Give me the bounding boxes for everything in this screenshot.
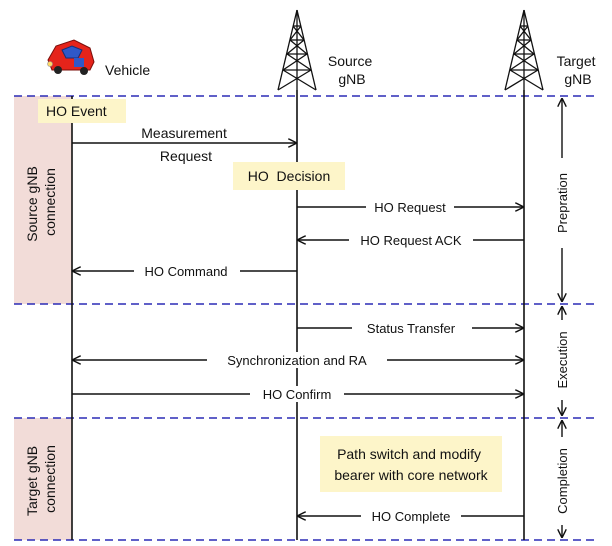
sync-ra-label: Synchronization and RA — [227, 353, 367, 368]
ho-confirm-label: HO Confirm — [263, 387, 332, 402]
vehicle-label: Vehicle — [105, 62, 150, 78]
target-gnb-label: Target gNB — [557, 53, 600, 87]
path-switch-box — [320, 436, 502, 492]
source-gnb-label: Source gNB — [328, 53, 376, 87]
ho-request-ack-label: HO Request ACK — [360, 233, 461, 248]
ho-event-label: HO Event — [46, 103, 107, 119]
vehicle-icon — [47, 39, 95, 75]
ho-decision-box — [233, 162, 345, 190]
status-transfer-label: Status Transfer — [367, 321, 456, 336]
path-switch-label: Path switch and modify bearer with core … — [334, 446, 488, 483]
execution-label: Execution — [555, 331, 570, 388]
ho-command-label: HO Command — [144, 264, 227, 279]
ho-request-label: HO Request — [374, 200, 446, 215]
ho-decision-label: HO Decision — [248, 168, 330, 184]
ho-complete-label: HO Complete — [372, 509, 451, 524]
source-connection-label: Source gNB connection — [24, 162, 58, 241]
measurement-request-label: Measurement Request — [141, 125, 230, 164]
target-connection-panel — [14, 418, 72, 540]
source-gnb-tower-icon — [277, 9, 317, 91]
preparation-label: Prepration — [555, 173, 570, 233]
target-connection-label: Target gNB connection — [24, 442, 58, 516]
target-gnb-tower-icon — [504, 9, 544, 91]
source-connection-panel — [14, 96, 72, 304]
completion-label: Completion — [555, 448, 570, 514]
ho-event-box — [38, 99, 126, 123]
